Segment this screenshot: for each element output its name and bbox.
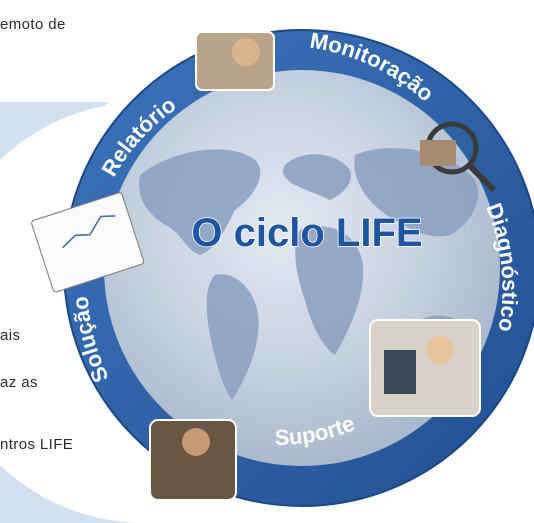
world-map [139,148,479,400]
text-fragment-top: emoto de [0,16,66,33]
side-panel [0,102,150,523]
photo-relatorio [195,31,275,91]
text-fragment-line2: az as [0,374,38,391]
text-fragment-line1: ais [0,327,21,344]
photo-solucao-document [31,192,145,293]
photo-suporte [149,419,237,501]
text-fragment-line3: ntros LIFE [0,436,74,453]
center-title: O ciclo LIFE [191,211,422,255]
photo-monitoracao [420,121,497,193]
photo-diagnostico [369,319,481,417]
